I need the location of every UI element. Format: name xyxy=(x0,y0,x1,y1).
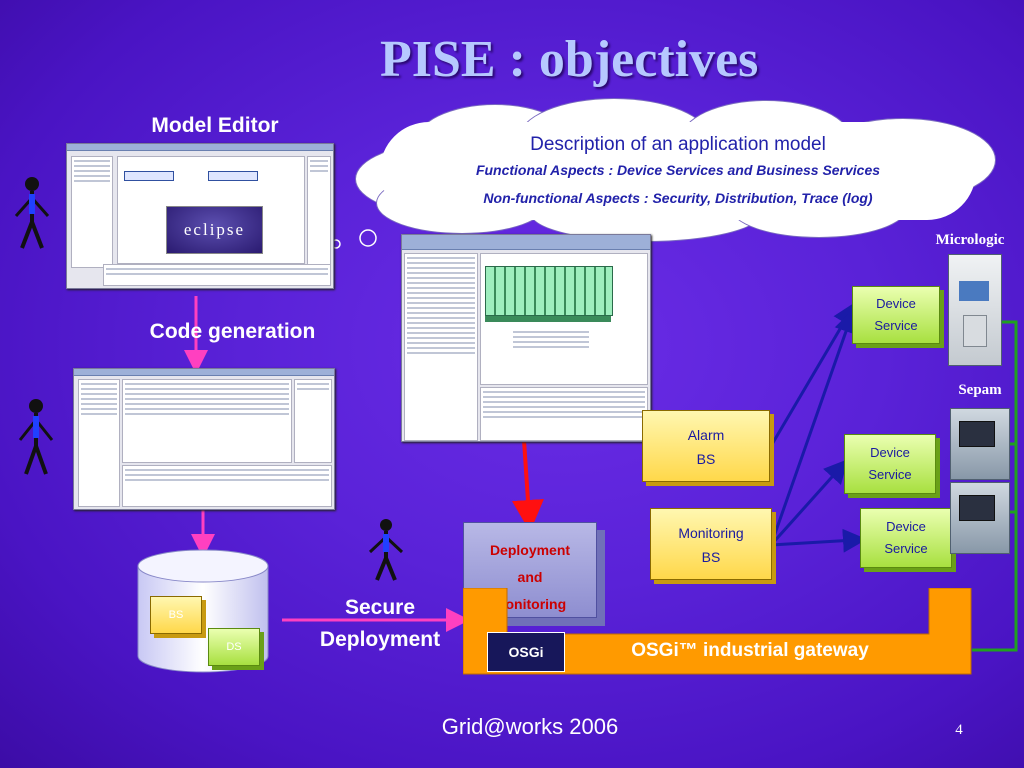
arrow-monitor-to-deploy xyxy=(511,439,544,532)
micrologic-label: Micrologic xyxy=(935,232,1005,248)
arrow-alarm-to-ds1 xyxy=(769,301,857,447)
sepam-device-icon xyxy=(950,482,1010,554)
arrow-monitoring-to-ds3 xyxy=(770,528,867,553)
eclipse-logo: eclipse xyxy=(166,206,263,254)
osgi-logo: OSGi xyxy=(487,632,565,672)
cloud-functional-aspects: Functional Aspects : Device Services and… xyxy=(475,162,881,178)
thought-bubble-large xyxy=(359,229,377,247)
bs-cube: BS xyxy=(150,596,202,634)
requirements-cloud xyxy=(380,122,976,220)
sepam-label: Sepam xyxy=(958,382,1002,398)
monitoring-console-screenshot xyxy=(401,234,651,442)
code-editor-screenshot xyxy=(73,368,335,510)
gateway-label: OSGi™ industrial gateway xyxy=(631,640,869,661)
device-service-micrologic: Device Service xyxy=(852,286,940,344)
sepam-device-icon xyxy=(950,408,1010,480)
person-icon xyxy=(368,519,404,581)
green-device-bus xyxy=(972,320,1018,652)
osgi-gateway-shape xyxy=(463,588,972,675)
person-icon xyxy=(18,399,54,475)
arrow-monitoring-to-ds2 xyxy=(769,459,849,547)
cloud-nonfunctional-aspects: Non-functional Aspects : Security, Distr… xyxy=(483,190,873,206)
cloud-heading: Description of an application model xyxy=(530,134,826,155)
micrologic-device-icon xyxy=(948,254,1002,366)
alarm-bs-box: Alarm BS xyxy=(642,410,770,482)
ds-cube: DS xyxy=(208,628,260,666)
person-icon xyxy=(14,177,50,249)
device-service-sepam-2: Device Service xyxy=(860,508,952,568)
slide-title: PISE : objectives xyxy=(380,31,759,88)
arrow-monitoring-to-ds1 xyxy=(769,308,858,546)
secure-deployment-label: Secure Deployment xyxy=(319,596,441,651)
code-generation-label: Code generation xyxy=(149,320,316,343)
page-number: 4 xyxy=(955,722,963,738)
model-editor-label: Model Editor xyxy=(151,114,279,137)
monitoring-bs-box: Monitoring BS xyxy=(650,508,772,580)
footer-text: Grid@works 2006 xyxy=(441,714,619,739)
device-service-sepam-1: Device Service xyxy=(844,434,936,494)
